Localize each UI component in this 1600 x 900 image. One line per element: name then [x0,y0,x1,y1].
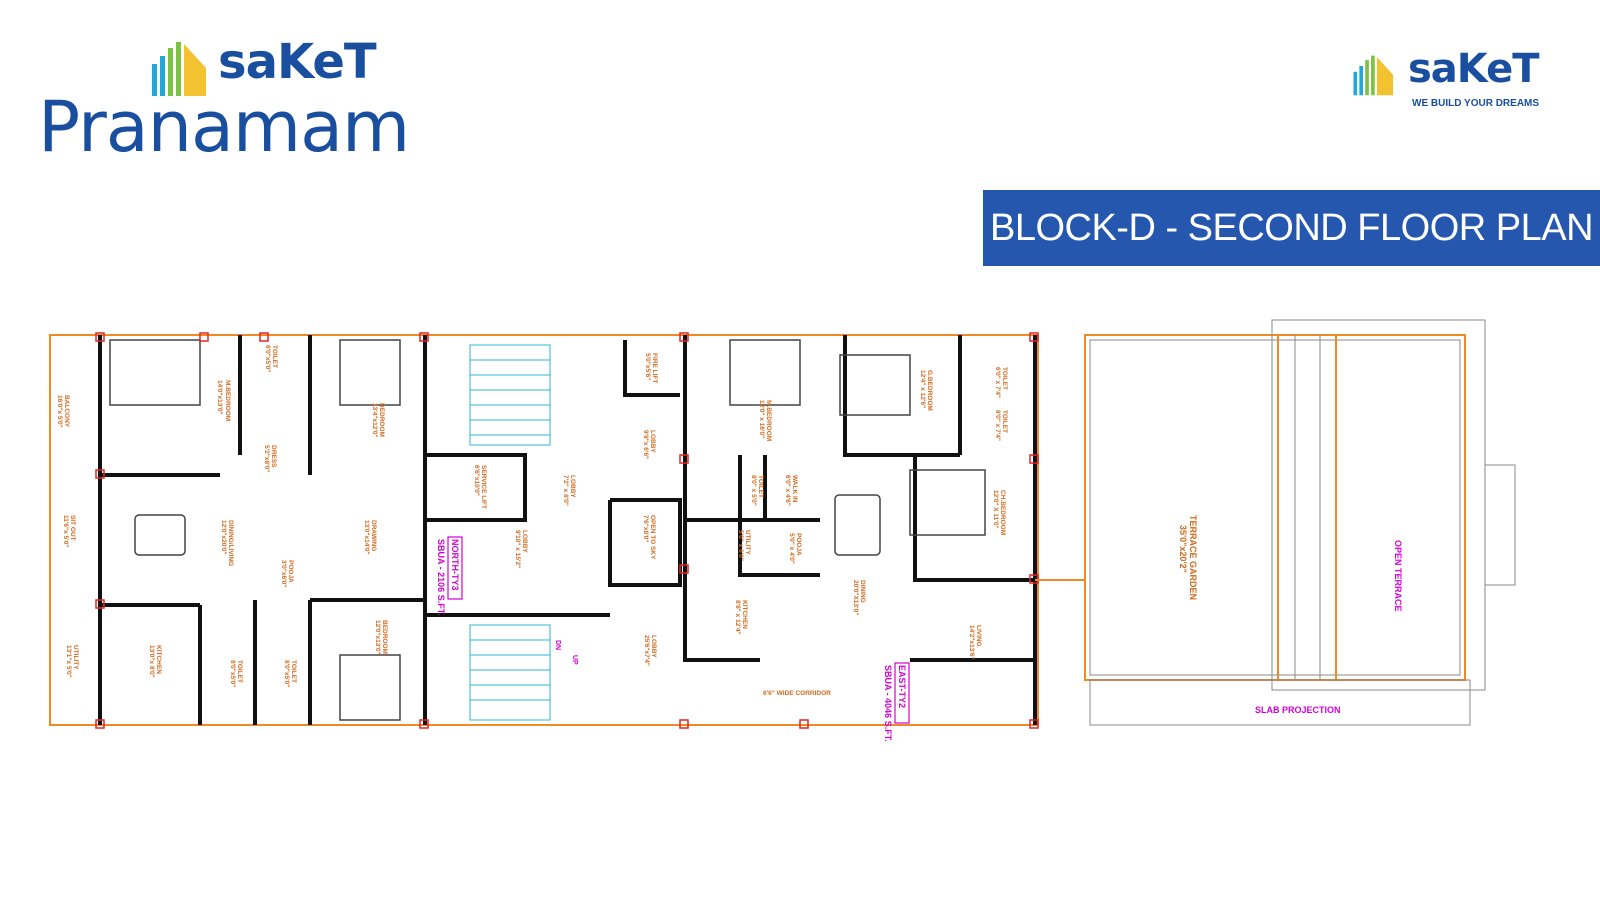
stair-up-label: UP [571,655,578,665]
room-label: M.BEDROOM [224,380,231,421]
room-labels: BALCONY 16'0"x 5'0" M.BEDROOM 14'0"x13'0… [56,345,1198,697]
room-label: WALK IN [791,475,798,503]
room-size: 3'0"x6'0" [280,560,287,587]
room-size: 20'0"X13'0" [852,580,859,615]
room-size: 7'2" x 8'0" [562,475,569,506]
room-label: BEDROOM [381,620,388,654]
unit-labels: NORTH-TY3 SBUA - 2106 S.FT. EAST-TY2 SBU… [436,536,1403,742]
room-size: 13'0"x 8'0" [148,645,155,678]
room-size: 13'1"x 5'0" [65,645,72,678]
room-label: TOILET [1001,410,1008,433]
room-size: 12'0" X 11'0" [992,490,999,529]
room-label: TOILET [271,345,278,368]
room-size: 12'0"x13'0" [374,620,381,655]
stair-markers: UP DN [554,640,578,665]
unit-area: SBUA - 2106 S.FT. [436,539,446,616]
room-size: 12'0" x 16'0" [758,400,765,438]
room-size: 5'0"x5'6" [644,353,651,380]
room-size: 14'0"x13'0" [216,380,223,415]
brand-tagline: WE BUILD YOUR DREAMS [1412,98,1540,109]
floor-plan: BALCONY 16'0"x 5'0" M.BEDROOM 14'0"x13'0… [49,319,1516,742]
room-size: 8'0"x5'0" [283,660,290,687]
bed-icons [109,339,986,721]
room-label: POOJA [287,560,294,583]
room-size: 16'0"x 5'0" [56,395,63,428]
stair-down-label: DN [554,640,561,650]
room-label: M.BEDROOM [765,400,772,441]
room-label: LOBBY [569,475,576,498]
room-size: 13'0"x14'0" [363,520,370,555]
room-size: 5'0" x 4'0" [788,533,795,564]
room-size: 9'10" x 15'2" [514,530,521,568]
room-label: KITCHEN [741,600,748,629]
terrace-garden-label: TERRACE GARDEN [1188,515,1198,600]
room-label: BEDROOM [378,403,385,437]
room-size: 6'0" x 7'4" [994,367,1001,398]
room-size: 6'6"x10'0" [473,465,480,496]
unit-name: EAST-TY2 [897,665,907,708]
room-label: G.BEDROOM [926,370,933,411]
terrace-garden-size: 35'0"x20'2" [1178,525,1188,573]
logo-bars-icon [152,42,206,96]
logo-bars-icon [1353,55,1394,96]
room-label: TOILET [757,475,764,498]
room-size: 12'0"x20'0" [220,520,227,555]
room-label: LIVING [975,625,982,647]
room-size: 12'4" x 12'6" [919,370,926,408]
unit-area: SBUA - 4046 S.FT. [883,665,893,742]
room-size: 6'0" x 4'6" [784,475,791,506]
room-label: SERVICE LIFT [480,465,487,509]
room-size: 25'6"x7'4" [643,635,650,666]
corridor-label: 6'6" WIDE CORRIDOR [763,690,831,697]
room-label: DINING [859,580,866,603]
project-name: Pranamam [38,86,410,168]
room-size: 8'0"x5'0" [229,660,236,687]
plan-title-banner: BLOCK-D - SECOND FLOOR PLAN [983,190,1600,266]
brand-logo-left: saKeT [150,30,410,100]
room-label: SIT OUT [69,515,76,541]
room-label: LOBBY [521,530,528,553]
open-terrace-label: OPEN TERRACE [1393,540,1403,612]
room-label: UTILITY [72,645,79,670]
brand-name: saKeT [1408,46,1540,92]
room-size: 8'8" x 12'4" [734,600,741,635]
building-outline [49,334,1039,726]
room-label: DRAWING [370,520,377,551]
room-label: POOJA [795,533,802,556]
room-size: 5'2"x8'0" [263,445,270,472]
brand-logo-right: saKeT WE BUILD YOUR DREAMS [1352,46,1562,116]
room-size: 13'4"x12'0" [371,403,378,438]
room-size: 5'0" x 6'0" [737,530,744,561]
room-label: LOBBY [650,635,657,658]
room-size: 9'8"x 6'6" [642,430,649,459]
terrace [1035,319,1516,726]
room-label: TOILET [290,660,297,683]
room-size: 14'2"x13'6" [968,625,975,660]
room-size: 11'6"x 5'0" [62,515,69,547]
room-label: TOILET [236,660,243,683]
room-label: DRESS [270,445,277,468]
room-size: 8'0"x5'0" [264,345,271,372]
room-label: OPEN TO SKY [649,515,656,560]
slab-projection-label: SLAB PROJECTION [1255,705,1341,715]
room-size: 8'0" x 5'0" [750,475,757,506]
column-markers [95,332,1039,729]
dining-icons [134,494,881,556]
room-label: UTILITY [744,530,751,555]
staircase [469,344,551,721]
room-label: LOBBY [649,430,656,453]
walls [98,335,1037,725]
room-label: KITCHEN [155,645,162,674]
room-label: CH.BEDROOM [999,490,1006,535]
unit-name: NORTH-TY3 [450,539,460,591]
brand-name: saKeT [218,34,377,90]
room-label: FIRE LIFT [651,353,658,383]
room-size: 7'6"x8'0" [642,515,649,542]
room-size: 8'0" x 7'4" [994,410,1001,441]
room-label: BALCONY [63,395,70,428]
room-label: TOILET [1001,367,1008,390]
room-label: DINING/LIVING [227,520,234,566]
